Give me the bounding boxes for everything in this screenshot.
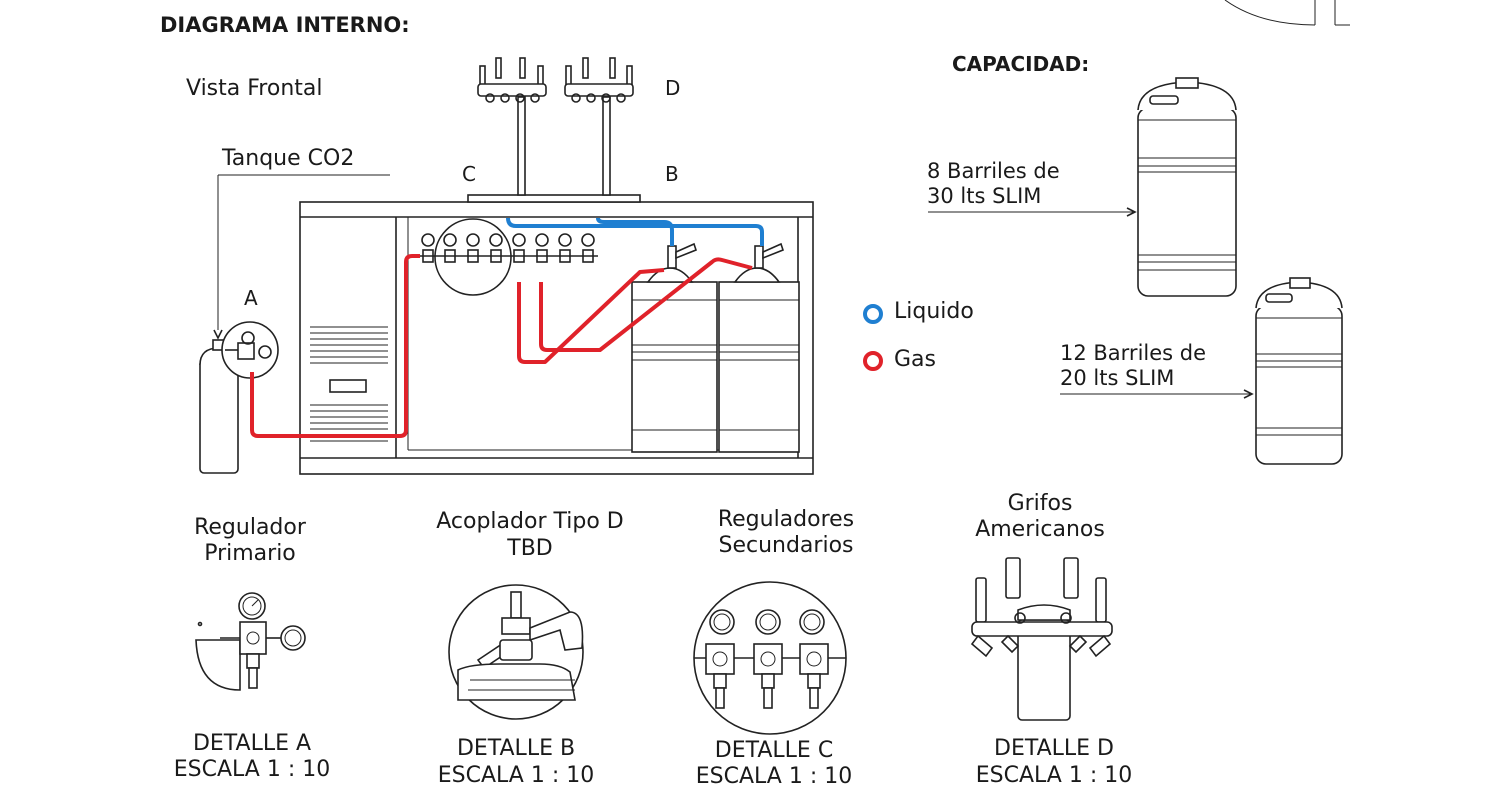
- detail-b-title-line2: TBD: [507, 536, 553, 561]
- detail-c-title-line2: Secundarios: [718, 533, 854, 558]
- detail-d-title-line1: Grifos: [1007, 491, 1073, 516]
- capacity-20l-line2: 20 lts SLIM: [1060, 366, 1175, 390]
- detail-b-scale: ESCALA 1 : 10: [437, 763, 595, 788]
- corner-decoration: [1224, 0, 1350, 26]
- gas-legend-label: Gas: [894, 347, 936, 372]
- secondary-regulators: [418, 218, 598, 296]
- detail-a-drawing: [195, 592, 306, 691]
- cabinet-kegs: [631, 242, 800, 453]
- beer-towers: [477, 57, 634, 196]
- co2-tank: [199, 174, 390, 474]
- display-panel: [329, 379, 367, 393]
- capacity-20l-line1: 12 Barriles de: [1060, 341, 1207, 365]
- tap-cluster-right: [564, 57, 634, 103]
- point-label-b: B: [665, 162, 679, 186]
- gas-lines: [250, 254, 753, 438]
- detail-b-title-line1: Acoplador Tipo D: [436, 509, 624, 534]
- keg-20l-drawing: [1060, 277, 1343, 465]
- gas-legend-marker: [863, 351, 883, 371]
- front-view-label: Vista Frontal: [186, 76, 323, 101]
- co2-tank-label: Tanque CO2: [222, 146, 355, 171]
- page-heading: DIAGRAMA INTERNO:: [160, 13, 410, 37]
- capacity-title: CAPACIDAD:: [952, 52, 1090, 76]
- liquid-legend-marker: [863, 304, 883, 324]
- detail-d-scale: ESCALA 1 : 10: [975, 763, 1133, 788]
- liquid-legend-label: Liquido: [894, 299, 974, 324]
- detail-a-title-line1: Regulador: [194, 515, 306, 540]
- detail-b-drawing: [448, 584, 584, 720]
- vent-grille-lower: [310, 404, 388, 442]
- detail-c-title-line1: Reguladores: [717, 507, 855, 532]
- liquid-lines: [506, 217, 764, 246]
- detail-a-name: DETALLE A: [192, 731, 312, 756]
- detail-d-name: DETALLE D: [994, 736, 1114, 761]
- detail-a-title-line2: Primario: [204, 541, 296, 566]
- secondary-regulator-gauges: [418, 233, 598, 263]
- detail-b-name: DETALLE B: [456, 736, 576, 761]
- detail-c-drawing: [693, 581, 847, 735]
- detail-a-scale: ESCALA 1 : 10: [173, 757, 331, 782]
- point-label-c: C: [462, 162, 476, 186]
- vent-grille-upper: [310, 326, 388, 364]
- detail-c-name: DETALLE C: [714, 738, 834, 763]
- primary-regulator: [221, 321, 279, 379]
- tap-cluster-left: [477, 57, 547, 103]
- detail-c-scale: ESCALA 1 : 10: [695, 764, 853, 789]
- capacity-30l-line2: 30 lts SLIM: [927, 184, 1042, 208]
- keg-30l-drawing: [928, 77, 1237, 297]
- point-label-a: A: [244, 286, 258, 310]
- detail-d-drawing: [970, 557, 1113, 721]
- capacity-30l-line1: 8 Barriles de: [927, 159, 1060, 183]
- point-label-d: D: [665, 76, 681, 100]
- detail-d-title-line2: Americanos: [975, 517, 1105, 542]
